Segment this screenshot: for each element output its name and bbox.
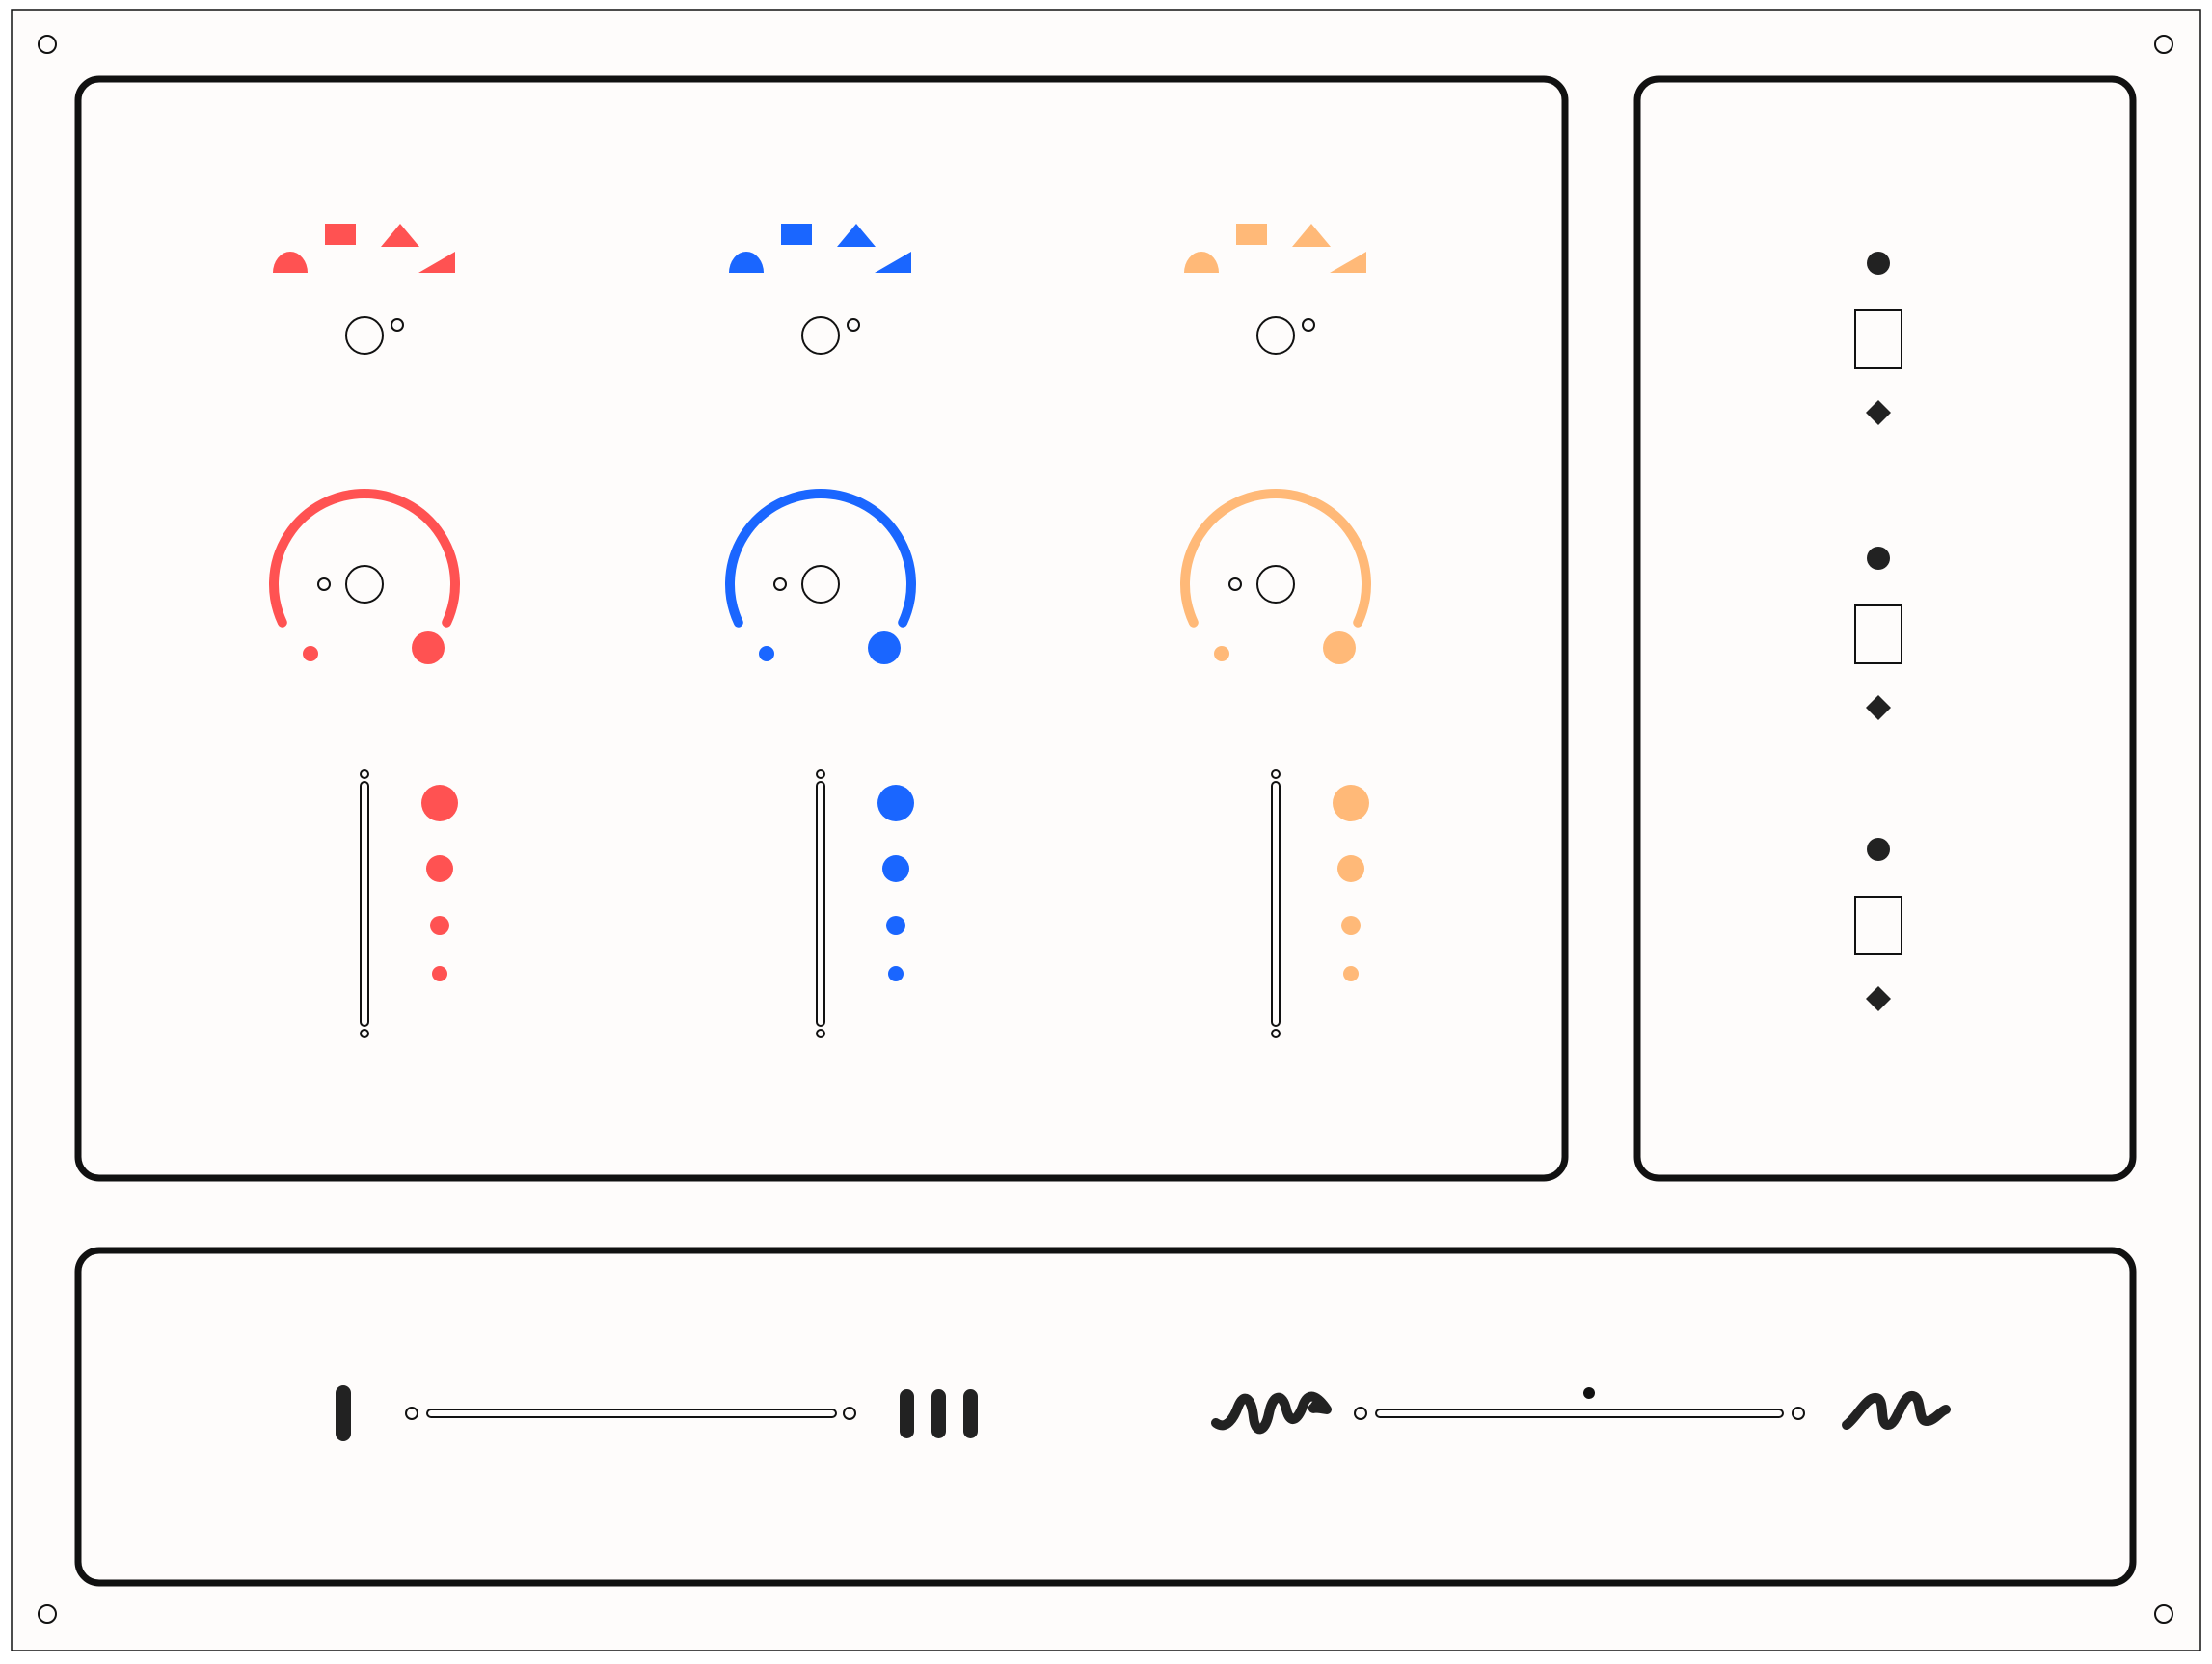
channel-1-strip bbox=[269, 224, 460, 1038]
screw-hole-bottom-right bbox=[2154, 1604, 2173, 1624]
channel-3-scale-dot-2 bbox=[1337, 855, 1364, 882]
channel-2-scale-dot-3 bbox=[886, 916, 905, 935]
side-row-2 bbox=[1854, 547, 1902, 720]
channel-1-scale-dot-4 bbox=[432, 966, 447, 981]
side-toggle-3[interactable] bbox=[1854, 896, 1902, 955]
side-section bbox=[1633, 75, 2137, 1182]
channel-1-arc-max-dot bbox=[412, 631, 445, 664]
ramp-icon bbox=[418, 252, 455, 273]
triangle-icon bbox=[1292, 224, 1331, 247]
channel-3-strip bbox=[1180, 224, 1371, 1038]
slider-1-track[interactable] bbox=[426, 1409, 837, 1418]
channel-3-scale-dot-4 bbox=[1343, 966, 1359, 981]
channel-3-waveform-icons bbox=[1184, 224, 1366, 273]
channel-2-level-led bbox=[773, 577, 787, 591]
faceplate-border bbox=[11, 9, 2201, 1651]
dot-icon bbox=[1867, 547, 1890, 570]
triangle-icon bbox=[381, 224, 419, 247]
half-circle-icon bbox=[729, 252, 764, 273]
channel-2-fader-end-bottom bbox=[816, 1029, 825, 1038]
slider-1-end-left bbox=[405, 1407, 418, 1420]
half-circle-icon bbox=[1184, 252, 1219, 273]
wave-small-icon bbox=[1842, 1391, 1951, 1430]
channel-2-scale-dot-1 bbox=[877, 785, 914, 821]
diamond-icon bbox=[1866, 986, 1891, 1011]
channel-2-level-knob[interactable] bbox=[801, 565, 840, 604]
channel-2-arc-max-dot bbox=[868, 631, 901, 664]
side-toggle-2[interactable] bbox=[1854, 604, 1902, 664]
rectangle-icon bbox=[781, 224, 812, 245]
side-toggle-1[interactable] bbox=[1854, 309, 1902, 369]
ramp-icon bbox=[1330, 252, 1366, 273]
channel-3-fader-end-bottom bbox=[1271, 1029, 1281, 1038]
bottom-slider-2-group bbox=[1211, 1387, 1951, 1435]
channel-1-scale-dot-3 bbox=[430, 916, 449, 935]
channel-3-fader-track[interactable] bbox=[1271, 781, 1281, 1027]
channel-1-level-arc bbox=[269, 489, 460, 628]
channel-1-fader-track[interactable] bbox=[360, 781, 369, 1027]
channel-3-arc-max-dot bbox=[1323, 631, 1356, 664]
diamond-icon bbox=[1866, 400, 1891, 425]
channel-1-scale-dot-1 bbox=[421, 785, 458, 821]
dot-icon bbox=[1867, 252, 1890, 275]
screw-hole-bottom-left bbox=[38, 1604, 57, 1624]
diamond-icon bbox=[1866, 695, 1891, 720]
channel-1-fader-end-top bbox=[360, 769, 369, 779]
channel-1-scale-dot-2 bbox=[426, 855, 453, 882]
channel-3-level-knob[interactable] bbox=[1256, 565, 1295, 604]
channel-2-scale-dot-2 bbox=[882, 855, 909, 882]
channel-2-fader-end-top bbox=[816, 769, 825, 779]
channel-2-arc-min-dot bbox=[759, 646, 774, 661]
slider-2-position-dot[interactable] bbox=[1583, 1387, 1595, 1399]
main-section bbox=[74, 75, 1569, 1182]
channel-3-level-arc bbox=[1180, 489, 1371, 628]
screw-hole-top-right bbox=[2154, 35, 2173, 54]
side-row-1 bbox=[1854, 252, 1902, 425]
slider-2-end-left bbox=[1354, 1407, 1367, 1420]
wave-large-icon bbox=[1211, 1391, 1332, 1435]
channel-2-fader-track[interactable] bbox=[816, 781, 825, 1027]
channels-group bbox=[269, 224, 1371, 1038]
channel-2-strip bbox=[725, 224, 916, 1038]
rectangle-icon bbox=[325, 224, 356, 245]
ramp-icon bbox=[875, 252, 911, 273]
side-panel-group bbox=[1854, 252, 1902, 1011]
channel-3-level-led bbox=[1228, 577, 1242, 591]
channel-1-arc-min-dot bbox=[303, 646, 318, 661]
slider-1-end-right bbox=[843, 1407, 856, 1420]
channel-1-level-knob[interactable] bbox=[345, 565, 384, 604]
channel-2-waveform-knob[interactable] bbox=[801, 316, 840, 355]
channel-3-scale-dot-3 bbox=[1341, 916, 1361, 935]
channel-3-waveform-led bbox=[1302, 318, 1315, 332]
screw-hole-top-left bbox=[38, 35, 57, 54]
triple-bar-icon bbox=[900, 1389, 978, 1438]
rectangle-icon bbox=[1236, 224, 1267, 245]
slider-2-end-right bbox=[1792, 1407, 1805, 1420]
channel-2-level-arc bbox=[725, 489, 916, 628]
channel-1-waveform-led bbox=[391, 318, 404, 332]
single-bar-icon bbox=[336, 1385, 351, 1441]
triangle-icon bbox=[837, 224, 876, 247]
slider-2-track[interactable] bbox=[1375, 1409, 1784, 1418]
side-row-3 bbox=[1854, 838, 1902, 1011]
bottom-slider-1-group bbox=[336, 1385, 978, 1441]
bottom-section bbox=[74, 1247, 2137, 1587]
channel-1-fader-end-bottom bbox=[360, 1029, 369, 1038]
channel-3-arc-min-dot bbox=[1214, 646, 1229, 661]
dot-icon bbox=[1867, 838, 1890, 861]
channel-2-scale-dot-4 bbox=[888, 966, 904, 981]
channel-2-waveform-led bbox=[847, 318, 860, 332]
channel-3-waveform-knob[interactable] bbox=[1256, 316, 1295, 355]
channel-1-waveform-knob[interactable] bbox=[345, 316, 384, 355]
channel-3-fader-end-top bbox=[1271, 769, 1281, 779]
channel-2-waveform-icons bbox=[729, 224, 911, 273]
channel-1-level-led bbox=[317, 577, 331, 591]
channel-1-waveform-icons bbox=[273, 224, 455, 273]
channel-3-scale-dot-1 bbox=[1333, 785, 1369, 821]
half-circle-icon bbox=[273, 252, 308, 273]
